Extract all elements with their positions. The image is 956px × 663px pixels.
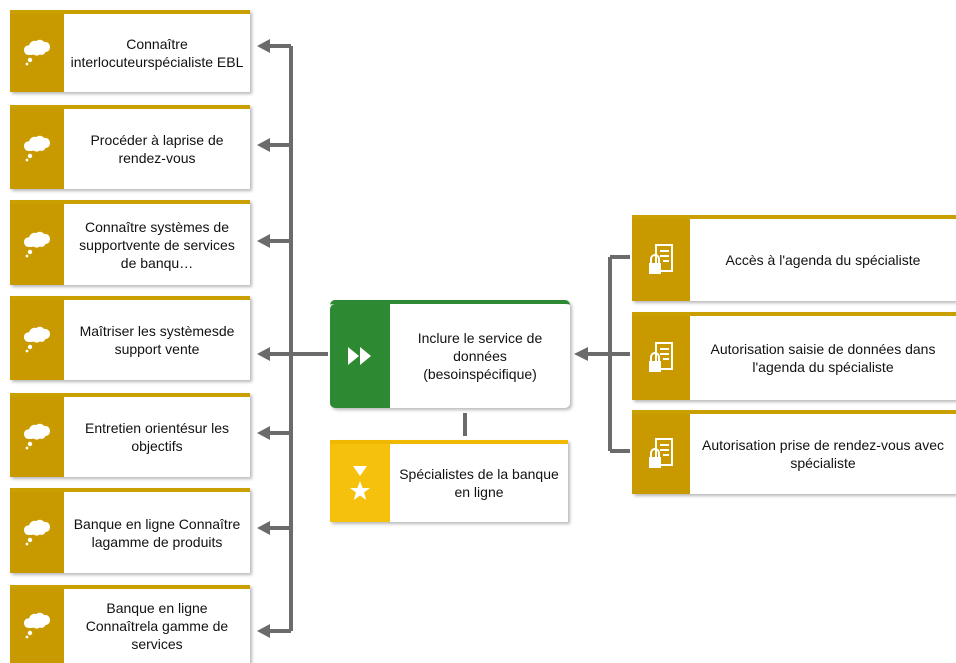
fast-forward-icon bbox=[348, 347, 371, 365]
permission-icon-box bbox=[632, 414, 690, 494]
knowledge-icon-box bbox=[10, 109, 64, 189]
knowledge-icon-box bbox=[10, 589, 64, 663]
knowledge-label: Maîtriser les systèmesde support vente bbox=[79, 323, 235, 357]
knowledge-node-4[interactable]: Maîtriser les systèmesde support vente bbox=[10, 296, 250, 380]
knowledge-label: Connaître interlocuteurspécialiste EBL bbox=[70, 36, 244, 70]
lock-document-icon bbox=[649, 342, 673, 372]
thought-cloud-icon bbox=[24, 423, 50, 450]
knowledge-label: Procéder à laprise de rendez-vous bbox=[90, 132, 224, 166]
permission-label: Accès à l'agenda du spécialiste bbox=[725, 252, 921, 268]
thought-cloud-icon bbox=[24, 326, 50, 353]
role-label: Spécialistes de la banque en ligne bbox=[399, 466, 559, 500]
permission-icon-box bbox=[632, 316, 690, 400]
thought-cloud-icon bbox=[24, 231, 50, 257]
knowledge-label: Connaître systèmes de supportvente de se… bbox=[79, 218, 235, 271]
knowledge-node-7[interactable]: Banque en ligne Connaîtrela gamme de ser… bbox=[10, 585, 250, 663]
knowledge-icon-box bbox=[10, 14, 64, 92]
knowledge-icon-box bbox=[10, 204, 64, 285]
knowledge-icon-box bbox=[10, 492, 64, 573]
thought-cloud-icon bbox=[24, 519, 50, 545]
thought-cloud-icon bbox=[24, 612, 50, 639]
permission-icon-box bbox=[632, 219, 690, 301]
role-icon-box bbox=[330, 444, 390, 522]
knowledge-label: Banque en ligne Connaîtrela gamme de ser… bbox=[85, 600, 229, 652]
permission-node-1[interactable]: Accès à l'agenda du spécialiste bbox=[632, 215, 956, 301]
permission-node-3[interactable]: Autorisation prise de rendez-vous avec s… bbox=[632, 410, 956, 494]
thought-cloud-icon bbox=[24, 135, 50, 162]
knowledge-node-6[interactable]: Banque en ligne Connaître lagamme de pro… bbox=[10, 488, 250, 573]
lock-document-icon bbox=[649, 438, 673, 468]
knowledge-icon-box bbox=[10, 300, 64, 380]
thought-cloud-icon bbox=[24, 39, 50, 66]
role-node[interactable]: Spécialistes de la banque en ligne bbox=[330, 440, 568, 522]
permission-node-2[interactable]: Autorisation saisie de données dans l'ag… bbox=[632, 312, 956, 400]
knowledge-node-5[interactable]: Entretien orientésur les objectifs bbox=[10, 393, 250, 477]
process-node[interactable]: Inclure le service de données (besoinspé… bbox=[330, 300, 570, 408]
lock-document-icon bbox=[649, 244, 673, 274]
knowledge-node-3[interactable]: Connaître systèmes de supportvente de se… bbox=[10, 200, 250, 285]
permission-label: Autorisation saisie de données dans l'ag… bbox=[710, 341, 936, 375]
star-person-icon bbox=[350, 466, 370, 500]
knowledge-icon-box bbox=[10, 397, 64, 477]
permission-label: Autorisation prise de rendez-vous avec s… bbox=[701, 437, 945, 471]
process-label: Inclure le service de données (besoinspé… bbox=[417, 330, 543, 382]
knowledge-node-2[interactable]: Procéder à laprise de rendez-vous bbox=[10, 105, 250, 189]
knowledge-label: Banque en ligne Connaître lagamme de pro… bbox=[73, 515, 241, 550]
knowledge-node-1[interactable]: Connaître interlocuteurspécialiste EBL bbox=[10, 10, 250, 92]
process-icon-box bbox=[330, 304, 390, 408]
knowledge-label: Entretien orientésur les objectifs bbox=[85, 420, 229, 454]
